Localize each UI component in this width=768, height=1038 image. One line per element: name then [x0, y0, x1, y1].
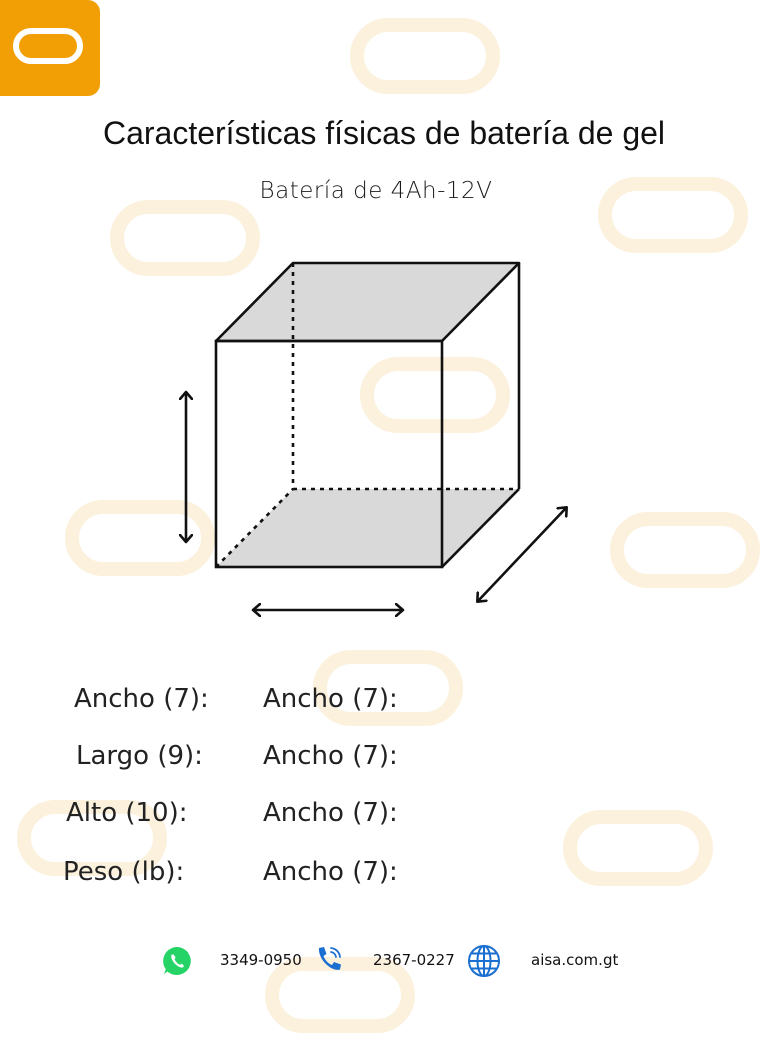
cube-bottom-face [216, 489, 519, 567]
spec-label-peso: Peso (lb): [63, 857, 185, 887]
page-title: Características físicas de batería de ge… [102, 115, 666, 151]
spec-value-largo: Ancho (7): [263, 741, 398, 771]
spec-value-peso: Ancho (7): [263, 857, 398, 887]
spec-label-ancho: Ancho (7): [74, 684, 209, 714]
logo-ring [13, 28, 83, 64]
watermark-ring [313, 650, 463, 726]
depth-arrow [478, 508, 566, 601]
globe-icon[interactable] [467, 944, 501, 978]
whatsapp-icon[interactable] [161, 945, 193, 977]
whatsapp-number[interactable]: 3349-0950 [220, 951, 302, 969]
battery-dimensions-diagram [0, 261, 768, 700]
spec-value-ancho: Ancho (7): [263, 684, 398, 714]
spec-label-alto: Alto (10): [66, 798, 188, 828]
spec-label-largo: Largo (9): [76, 741, 203, 771]
watermark-ring [563, 810, 713, 886]
cube-front-face [214, 339, 444, 569]
cube-hidden-edge [215, 488, 294, 568]
website-link[interactable]: aisa.com.gt [531, 951, 619, 969]
phone-icon[interactable] [312, 943, 346, 977]
spec-value-alto: Ancho (7): [263, 798, 398, 828]
brand-logo-icon[interactable] [0, 0, 100, 96]
cube-top-face [214, 261, 521, 343]
page-subtitle: Batería de 4Ah-12V [259, 178, 493, 204]
phone-number[interactable]: 2367-0227 [373, 951, 455, 969]
